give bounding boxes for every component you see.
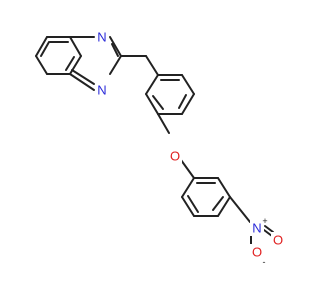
bond-line <box>145 55 159 76</box>
nitro-o-right-label: O <box>273 233 283 248</box>
bond-line <box>229 196 251 223</box>
bond-line <box>181 196 195 217</box>
bond-line <box>109 36 122 57</box>
nitro-n-charge: + <box>262 216 267 226</box>
atom-label-layer: N N O N + O O - <box>95 29 285 267</box>
bond-line <box>109 55 122 75</box>
bond-line <box>187 195 199 213</box>
bond-line <box>212 196 224 211</box>
bond-line <box>65 56 75 71</box>
bond-line <box>217 177 231 198</box>
bond-line <box>181 74 195 95</box>
nitro-n-label: N <box>252 221 261 236</box>
bond-line <box>217 196 231 217</box>
quinoxaline-n-bottom-label: N <box>97 83 106 98</box>
bond-line <box>71 69 95 85</box>
bond-line <box>178 94 187 109</box>
nitro-o-bottom-label: O <box>252 245 262 260</box>
bond-line <box>180 159 195 179</box>
bond-layer <box>35 36 274 246</box>
bond-line <box>264 225 274 233</box>
quinoxaline-n-top-label: N <box>97 30 106 45</box>
bond-line <box>152 95 164 110</box>
bond-line <box>181 93 195 115</box>
bond-line <box>69 36 82 57</box>
bond-line <box>40 41 50 57</box>
bond-line <box>145 93 159 115</box>
nitro-o-charge: - <box>263 257 266 267</box>
bond-line <box>69 73 95 91</box>
bond-line <box>35 55 48 75</box>
bond-line <box>35 36 48 57</box>
molecule-structure: N N O N + O O - <box>35 29 285 267</box>
bond-line <box>263 229 273 237</box>
bond-line <box>111 43 119 57</box>
bond-line <box>181 177 195 198</box>
bond-line <box>145 74 159 95</box>
bond-line <box>157 113 170 134</box>
ether-oxygen-label: O <box>170 149 180 164</box>
